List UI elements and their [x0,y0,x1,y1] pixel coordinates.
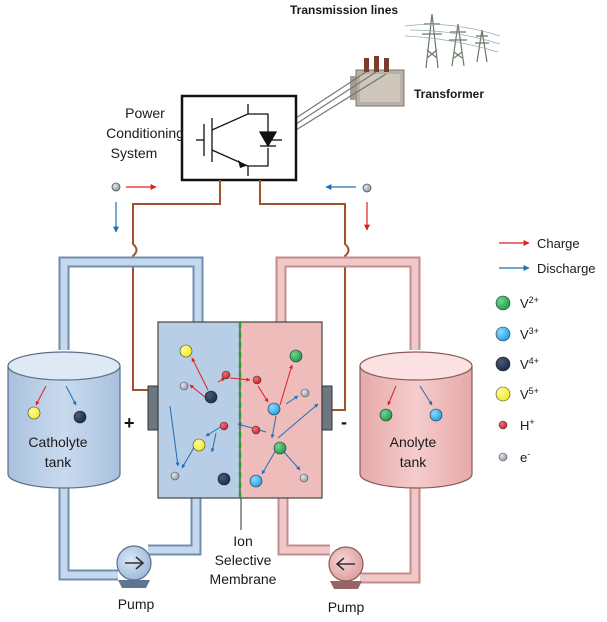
positive-electrode [147,385,159,431]
legend: Charge Discharge V2+ V3+ V4+ V5+ H+ e- [495,236,596,465]
legend-v4-label: V4+ [520,356,539,372]
transformer-label: Transformer [414,87,484,101]
catholyte-tank-label-line2: tank [45,454,72,470]
left-pump [116,545,152,588]
pump-direction-arrow-icon [335,557,355,571]
v4-ion-icon [217,472,231,486]
pcs-to-transformer-wires [295,71,387,131]
legend-v4-ion-icon [495,356,511,372]
legend-h-ion-icon [498,420,508,430]
electron-icon [111,182,121,192]
anolyte-tank [359,351,473,489]
negative-terminal-label: - [341,412,347,432]
legend-v3-label: V3+ [520,326,539,342]
transmission-towers-icon [404,13,501,69]
negative-electrode [321,385,333,431]
catholyte-half-cell [157,321,241,499]
membrane-label-line2: Selective [215,552,272,568]
v2-ion-icon [289,349,303,363]
legend-v5-label: V5+ [520,386,539,402]
transformer-icon [350,56,405,107]
charge-arrow-icon [387,385,397,406]
electrochemical-cell [147,321,333,499]
electron-icon [170,471,180,481]
h-ion-icon [251,425,261,435]
v2-ion-icon [273,441,287,455]
igbt-diode-symbol-icon [196,104,282,176]
v5-ion-icon [192,438,206,452]
electron-icon [300,388,310,398]
right-pump [328,546,364,589]
h-ion-icon [252,375,262,385]
v5-ion-icon [27,406,41,420]
pcs-label-line2: Conditioning [106,125,184,141]
v4-ion-icon [73,410,87,424]
membrane-label-line1: Ion [233,533,252,549]
transmission-lines-label: Transmission lines [290,3,398,17]
catholyte-pipes [58,256,204,581]
electron-icon [362,183,372,193]
catholyte-tank [7,351,121,489]
anolyte-tank-label-line2: tank [400,454,427,470]
v4-ion-icon [204,390,218,404]
v3-ion-icon [267,402,281,416]
h-ion-icon [221,370,231,380]
anolyte-pipes [275,256,421,584]
electron-icon [299,473,309,483]
electron-icon [179,381,189,391]
cell-ions [170,344,310,488]
v3-ion-icon [249,474,263,488]
v2-ion-icon [379,408,393,422]
left-current-indicator [111,182,157,233]
right-current-indicator [325,183,372,231]
legend-discharge-label: Discharge [537,261,596,276]
charge-arrow-icon [35,385,47,406]
pump-left-label: Pump [118,596,155,612]
positive-terminal-label: + [124,413,135,433]
legend-v3-ion-icon [495,326,511,342]
discharge-arrow-icon [419,385,433,406]
legend-h-label: H+ [520,417,535,433]
anolyte-tank-label-line1: Anolyte [390,434,437,450]
catholyte-tank-ions [27,385,87,424]
v5-ion-icon [179,344,193,358]
anolyte-half-cell [239,321,323,499]
pcs-label-line3: System [111,145,158,161]
legend-charge-label: Charge [537,236,580,251]
legend-electron-label: e- [520,449,530,465]
pcs-label-line1: Power [125,105,165,121]
h-ion-icon [219,421,229,431]
membrane-label-line3: Membrane [210,571,277,587]
pump-right-label: Pump [328,599,365,615]
pump-direction-arrow-icon [125,556,145,570]
power-conditioning-system-box [180,94,298,182]
legend-electron-icon [498,452,508,462]
discharge-arrow-icon [65,385,77,406]
copper-wires [132,180,350,411]
v3-ion-icon [429,408,443,422]
anolyte-tank-ions [379,385,443,422]
legend-v5-ion-icon [495,386,511,402]
catholyte-tank-label-line1: Catholyte [28,434,87,450]
legend-v2-ion-icon [495,295,511,311]
legend-v2-label: V2+ [520,295,539,311]
